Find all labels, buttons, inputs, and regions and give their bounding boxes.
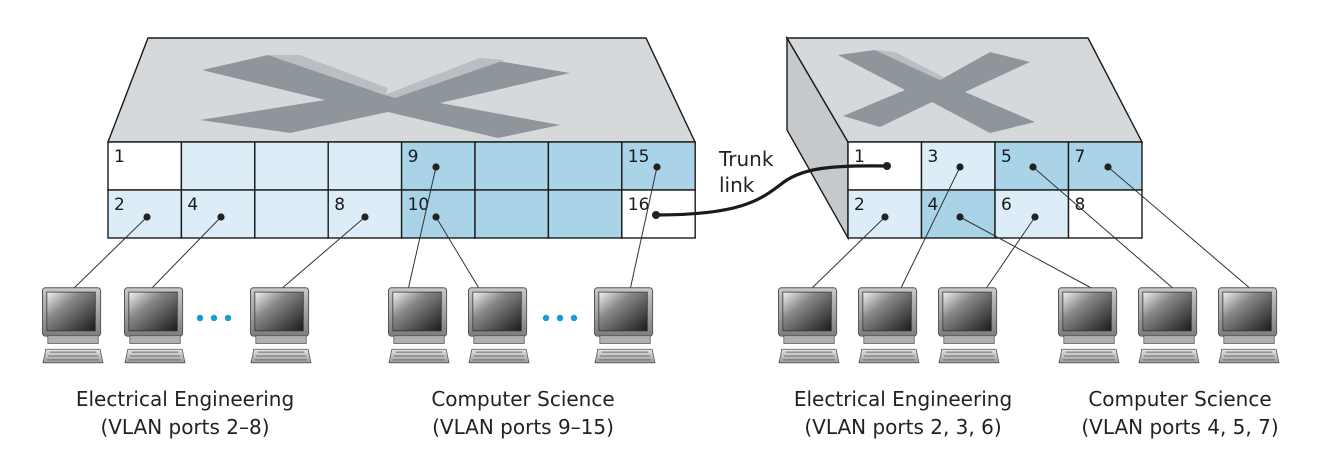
right-port-label: 8 [1075, 195, 1086, 215]
cable-port-8 [279, 216, 366, 291]
left-port-label: 15 [628, 147, 650, 167]
desktop-computer-icon [594, 287, 656, 364]
port-connection-dot [881, 213, 889, 221]
port-connection-dot [1104, 163, 1112, 171]
desktop-computer-icon [468, 287, 530, 364]
left-port-cell [474, 189, 550, 239]
left-port-cell [547, 141, 623, 191]
desktop-computer-icon [1218, 287, 1280, 364]
caption-left-cs-ports: (VLAN ports 9–15) [432, 415, 614, 439]
hosts-right [778, 287, 1280, 364]
desktop-computer-icon [778, 287, 840, 364]
right-port-label: 4 [928, 195, 939, 215]
port-connection-dot [432, 163, 440, 171]
left-port-label: 10 [408, 195, 430, 215]
cable-right-port-3 [899, 166, 961, 291]
desktop-computer-icon [858, 287, 920, 364]
caption-right-ee-ports: (VLAN ports 2, 3, 6) [804, 415, 1001, 439]
left-port-label: 9 [408, 147, 419, 167]
right-port-label: 3 [928, 147, 939, 167]
caption-left-ee-title: Electrical Engineering [76, 387, 294, 411]
port-connection-dot [361, 213, 369, 221]
left-port-label: 2 [114, 195, 125, 215]
left-port-label: 4 [187, 195, 198, 215]
left-port-cell [254, 141, 329, 191]
left-port-cell [180, 141, 256, 191]
cable-port-4 [149, 216, 222, 291]
trunk-label-line2: link [719, 173, 755, 197]
port-connection-dot [653, 163, 661, 171]
left-port-cell [547, 189, 623, 239]
desktop-computer-icon [1138, 287, 1200, 364]
port-connection-dot [1031, 213, 1039, 221]
cable-right-port-6 [984, 216, 1036, 291]
cable-right-port-2 [809, 216, 886, 291]
trunk-label-line1: Trunk [718, 147, 774, 171]
caption-right-cs-ports: (VLAN ports 4, 5, 7) [1081, 415, 1278, 439]
port-connection-dot [956, 213, 964, 221]
left-port-cell-10 [400, 189, 476, 239]
port-connection-dot [432, 213, 440, 221]
right-port-label: 1 [854, 147, 865, 167]
desktop-computer-icon [250, 287, 312, 364]
desktop-computer-icon [42, 287, 104, 364]
right-port-label: 2 [854, 195, 865, 215]
desktop-computer-icon [388, 287, 450, 364]
hosts-left-cs [388, 287, 656, 364]
left-port-cell-1 [107, 141, 183, 191]
left-port-cell [327, 141, 403, 191]
trunk-endpoint-left [652, 211, 660, 219]
caption-right-ee-title: Electrical Engineering [794, 387, 1012, 411]
left-port-cell-4 [180, 189, 256, 239]
left-port-label: 8 [334, 195, 345, 215]
desktop-computer-icon [1058, 287, 1120, 364]
trunk-endpoint-right [883, 162, 891, 170]
port-connection-dot [143, 213, 151, 221]
port-connection-dots [143, 163, 1112, 221]
desktop-computer-icon [938, 287, 1000, 364]
host-cables [71, 166, 1253, 291]
right-port-label: 7 [1075, 147, 1086, 167]
left-port-label: 16 [628, 195, 650, 215]
left-port-cell [254, 189, 329, 239]
desktop-computer-icon [124, 287, 186, 364]
cable-right-port-7 [1107, 166, 1253, 291]
cable-port-2 [71, 216, 148, 291]
right-port-label: 6 [1001, 195, 1012, 215]
cross-arrows-switch-icon [838, 50, 1035, 133]
ellipsis-left-ee [196, 314, 232, 322]
port-connection-dot [217, 213, 225, 221]
left-port-cell [474, 141, 550, 191]
trunk-link-cable [655, 164, 888, 217]
port-connection-dot [956, 163, 964, 171]
cable-right-port-5 [1032, 166, 1176, 291]
right-port-label: 5 [1001, 147, 1012, 167]
cable-port-15 [629, 166, 658, 291]
hosts-left-ee [42, 287, 312, 364]
left-port-label: 1 [114, 147, 125, 167]
caption-left-cs-title: Computer Science [431, 387, 614, 411]
cable-port-10 [435, 216, 481, 291]
left-switch [106, 37, 697, 143]
cable-right-port-4 [959, 216, 1096, 291]
port-connection-dot [1029, 163, 1037, 171]
cross-arrows-switch-icon [200, 55, 570, 138]
caption-right-cs-title: Computer Science [1088, 387, 1271, 411]
cable-port-9 [407, 166, 437, 291]
caption-left-ee-ports: (VLAN ports 2–8) [100, 415, 269, 439]
ellipsis-left-cs [542, 314, 578, 322]
right-port-cell-6 [994, 189, 1070, 239]
left-port-grid: 1 9 15 2 4 8 10 16 [107, 141, 696, 239]
